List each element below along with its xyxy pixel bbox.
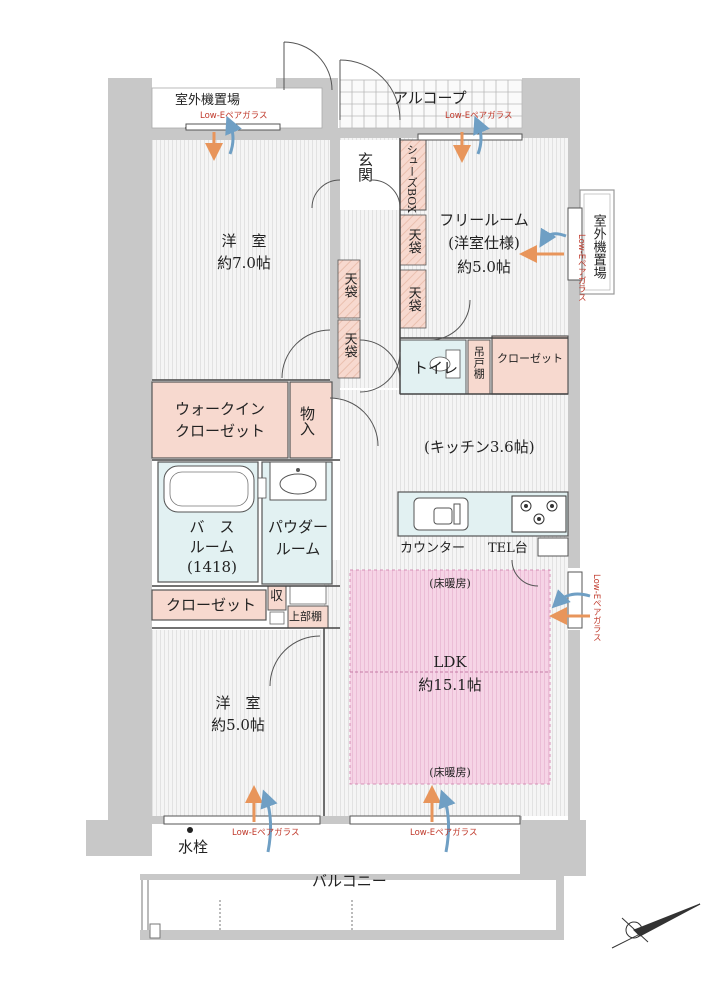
ldk-area: 約15.1帖 xyxy=(418,676,482,694)
western-room-1-name: 洋 室 xyxy=(221,232,267,250)
tenbukuro-2 xyxy=(399,269,427,329)
tenbukuro-4 xyxy=(337,319,361,379)
glass-label-top-left: Low-Eペアガラス xyxy=(200,111,268,121)
kitchen-floor xyxy=(340,390,568,570)
closet-right xyxy=(491,335,569,395)
compass-icon xyxy=(611,903,701,949)
airflow-arrows xyxy=(205,115,591,853)
western-room-1-area: 約7.0帖 xyxy=(217,254,271,272)
closet-right-label: クローゼット xyxy=(497,352,563,365)
closet-left-label: クローゼット xyxy=(166,596,257,614)
western-room-2-name: 洋 室 xyxy=(215,694,261,712)
hanging-shelf-label: 吊戸棚 xyxy=(472,346,486,379)
glass-label-right-upper: Low-Eペアガラス xyxy=(576,234,587,302)
walls xyxy=(86,78,586,940)
ldk-name: LDK xyxy=(433,653,467,671)
tenbukuro-1 xyxy=(399,214,427,266)
shoe-box xyxy=(399,139,427,211)
counter-label: カウンター xyxy=(400,541,466,556)
free-room-area: 約5.0帖 xyxy=(457,258,511,276)
outdoor-unit-right-label: 室外機置場 xyxy=(590,214,606,279)
floor-heating-bottom: (床暖房) xyxy=(429,766,471,779)
tenbukuro-label-1: 天袋 xyxy=(405,228,421,254)
outdoor-unit-top-label: 室外機置場 xyxy=(175,93,241,108)
shu-label: 収 xyxy=(270,589,284,604)
tenbukuro-label-3: 天袋 xyxy=(341,272,357,298)
tenbukuro-label-2: 天袋 xyxy=(405,286,421,312)
balcony-label: バルコニー xyxy=(312,872,387,890)
storage-label: 物入 xyxy=(298,406,316,436)
faucet-label: 水栓 xyxy=(178,838,209,856)
toilet-icon xyxy=(429,349,461,379)
walkin-closet-line2: クローゼット xyxy=(174,422,266,440)
bath-line2: ルーム xyxy=(189,538,235,556)
door-swing-icon xyxy=(269,41,539,687)
alcove-label: アルコープ xyxy=(393,89,467,107)
closet-left xyxy=(151,589,267,621)
bathtub-icon xyxy=(163,465,255,513)
walkin-closet-line1: ウォークイン xyxy=(174,400,266,418)
glass-label-bottom-right: Low-Eペアガラス xyxy=(410,828,478,838)
alcove-tiles xyxy=(339,79,523,129)
glass-label-bottom-left: Low-Eペアガラス xyxy=(232,828,300,838)
floor-heating-top: (床暖房) xyxy=(429,577,471,590)
stove-icon xyxy=(511,495,567,533)
upper-shelf-label: 上部棚 xyxy=(289,610,322,623)
free-room-sub: (洋室仕様) xyxy=(448,234,520,252)
shoe-box-label: シューズBOX xyxy=(405,144,419,213)
bath-line1: バ ス xyxy=(189,518,235,536)
storage xyxy=(289,381,333,459)
powder-line1: パウダー xyxy=(267,518,329,536)
kitchen-label: (キッチン3.6帖) xyxy=(424,438,535,456)
glass-label-right-lower: Low-Eペアガラス xyxy=(591,574,602,642)
glass-label-top-right: Low-Eペアガラス xyxy=(445,111,513,121)
western-room-2-area: 約5.0帖 xyxy=(211,716,265,734)
entrance-label: 玄関 xyxy=(356,152,374,182)
toilet-label: トイレ xyxy=(413,359,459,377)
powder-line2: ルーム xyxy=(275,540,321,558)
walkin-closet xyxy=(151,381,289,459)
bath-line3: (1418) xyxy=(187,558,237,576)
floor-heating-area xyxy=(349,569,551,785)
sink-icon xyxy=(269,461,327,501)
free-room-name: フリールーム xyxy=(439,211,529,229)
western-room-2-floor xyxy=(152,630,324,816)
tenbukuro-label-4: 天袋 xyxy=(341,332,357,358)
tenbukuro-3 xyxy=(337,259,361,319)
sink-icon xyxy=(413,497,469,531)
tel-label: TEL台 xyxy=(488,541,528,556)
